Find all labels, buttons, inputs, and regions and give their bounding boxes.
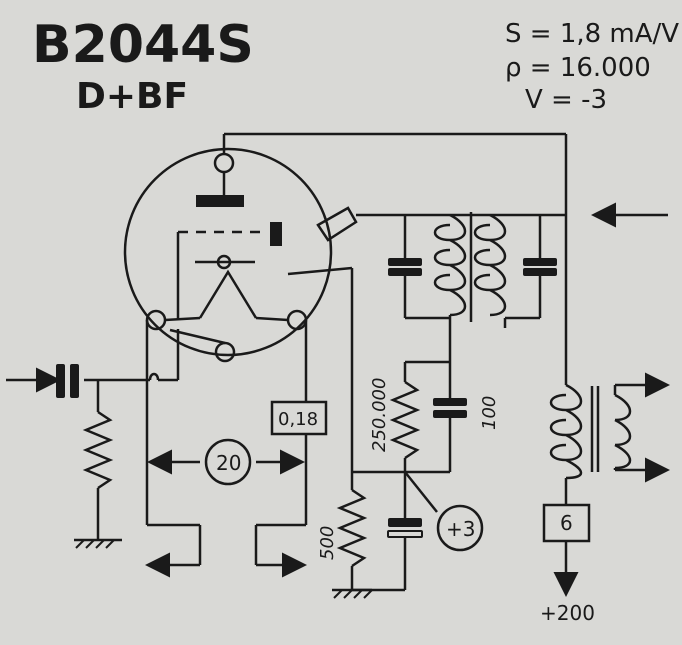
output-transformer-primary bbox=[549, 383, 583, 480]
resistor-500-label: 500 bbox=[317, 526, 338, 560]
screen-grid-plate bbox=[270, 222, 282, 246]
pin-cathode bbox=[214, 341, 236, 363]
param-grid-voltage: V = -3 bbox=[525, 85, 607, 115]
pin-anode bbox=[213, 152, 235, 174]
coil-primary bbox=[433, 213, 467, 317]
coil-secondary bbox=[473, 213, 507, 317]
ground-icon bbox=[75, 539, 373, 599]
resistor-250000-label: 250.000 bbox=[369, 378, 390, 452]
resistor-grid-leak bbox=[82, 410, 114, 490]
box-6-label: 6 bbox=[560, 511, 573, 535]
top-cap-icon bbox=[316, 206, 358, 242]
anode-plate bbox=[196, 195, 244, 207]
supply-label: +200 bbox=[540, 601, 595, 625]
param-transconductance: S = 1,8 mA/V bbox=[505, 19, 679, 49]
bias-voltage-circle bbox=[436, 504, 484, 552]
coupling-capacitor bbox=[56, 364, 65, 398]
tube-subtitle: D+BF bbox=[76, 76, 188, 117]
bias-label: +3 bbox=[446, 517, 475, 541]
output-transformer-secondary bbox=[614, 393, 632, 470]
bias-capacitor bbox=[388, 518, 422, 527]
resistor-500 bbox=[336, 488, 368, 568]
filament-voltage-circle bbox=[204, 438, 252, 486]
tube-title: B2044S bbox=[32, 15, 254, 75]
filament-voltage-label: 20 bbox=[216, 451, 241, 475]
resistor-250000 bbox=[389, 380, 421, 460]
param-resistance: ρ = 16.000 bbox=[505, 53, 651, 83]
filament-current-box bbox=[270, 400, 328, 436]
tube-envelope bbox=[123, 147, 333, 357]
capacitor-100 bbox=[433, 398, 467, 406]
pin-filament-right bbox=[286, 309, 308, 331]
capacitor-100-label: 100 bbox=[479, 396, 500, 430]
filament-current-label: 0,18 bbox=[278, 409, 318, 430]
